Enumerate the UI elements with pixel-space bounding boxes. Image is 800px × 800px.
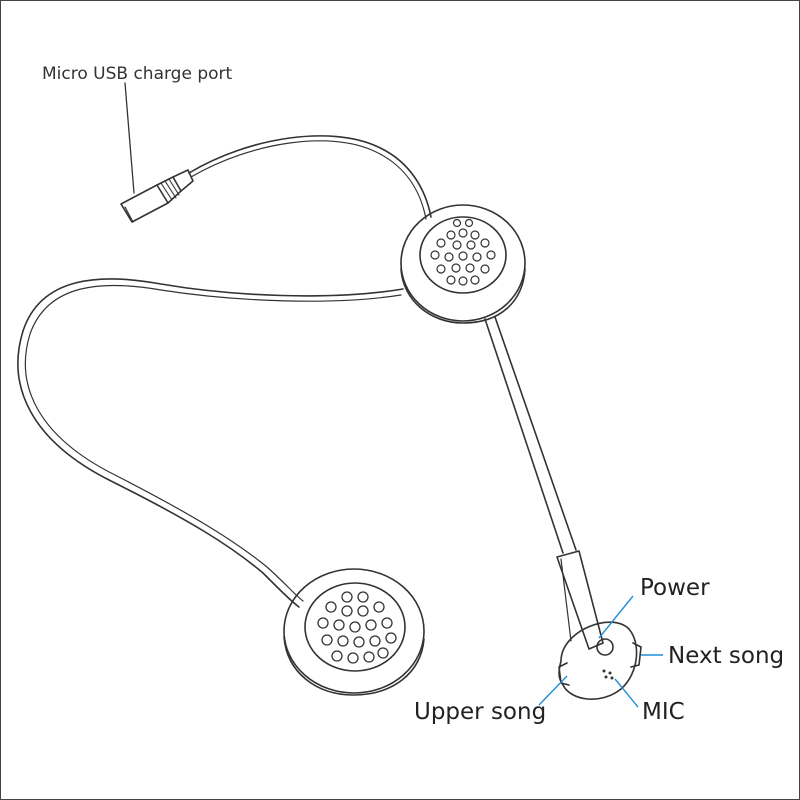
upper-song-label: Upper song <box>414 699 547 725</box>
boom-arm <box>484 316 577 554</box>
loop-cable <box>17 278 404 608</box>
micro-usb-charge-port-label: Micro USB charge port <box>42 64 233 84</box>
power-label: Power <box>640 575 710 601</box>
upper-song-leader-line <box>538 675 568 706</box>
next-song-label: Next song <box>668 643 785 669</box>
top-speaker <box>400 204 526 324</box>
power-leader-line <box>598 595 634 639</box>
bottom-speaker <box>283 568 425 696</box>
usb-cable <box>188 135 432 218</box>
bottom-speaker-grille <box>317 591 397 664</box>
mic-holes <box>602 669 614 680</box>
usb-leader-line <box>124 82 135 194</box>
control-pod <box>558 621 642 700</box>
callout-lines <box>538 595 663 708</box>
micro-usb-plug <box>120 169 194 223</box>
top-speaker-grille <box>430 218 496 286</box>
mic-label: MIC <box>642 699 685 725</box>
mic-leader-line <box>614 678 639 708</box>
